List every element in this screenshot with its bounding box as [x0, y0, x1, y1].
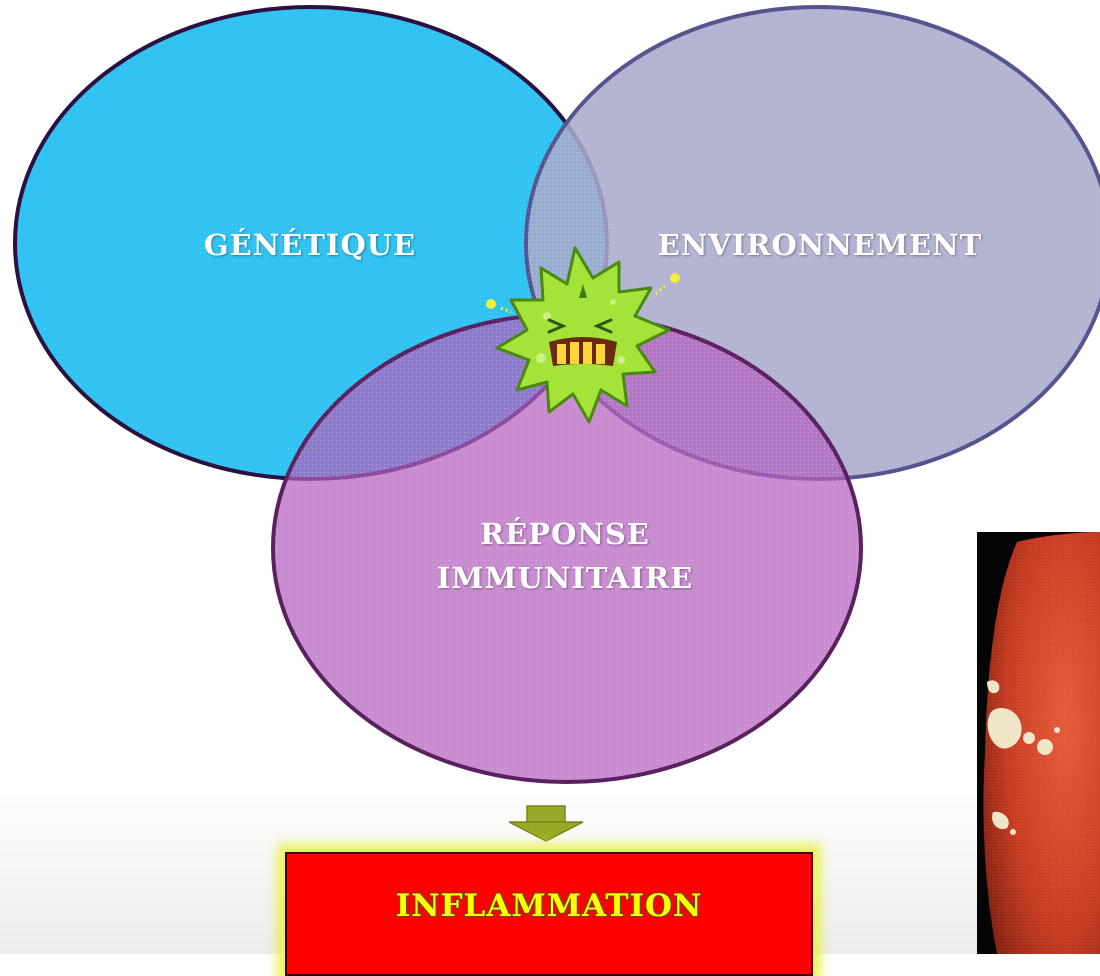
texture-reponse [275, 316, 859, 780]
label-reponse-line2: IMMUNITAIRE [436, 561, 694, 595]
label-environnement: ENVIRONNEMENT [657, 228, 983, 262]
label-reponse-line1: RÉPONSE [480, 517, 650, 551]
down-arrow-icon [508, 805, 584, 842]
label-reponse-immunitaire: RÉPONSE IMMUNITAIRE [400, 512, 730, 600]
venn-diagram: GÉNÉTIQUE ENVIRONNEMENT RÉPONSE IMMUNITA… [13, 5, 1100, 976]
label-genetique: GÉNÉTIQUE [203, 228, 417, 262]
venn-svg [13, 5, 1100, 842]
angry-germ-icon [486, 246, 680, 424]
inflammation-box: INFLAMMATION [285, 852, 813, 976]
endoscopy-svg [983, 532, 1100, 954]
endoscopy-image [977, 532, 1100, 954]
inflammation-label: INFLAMMATION [395, 888, 703, 924]
